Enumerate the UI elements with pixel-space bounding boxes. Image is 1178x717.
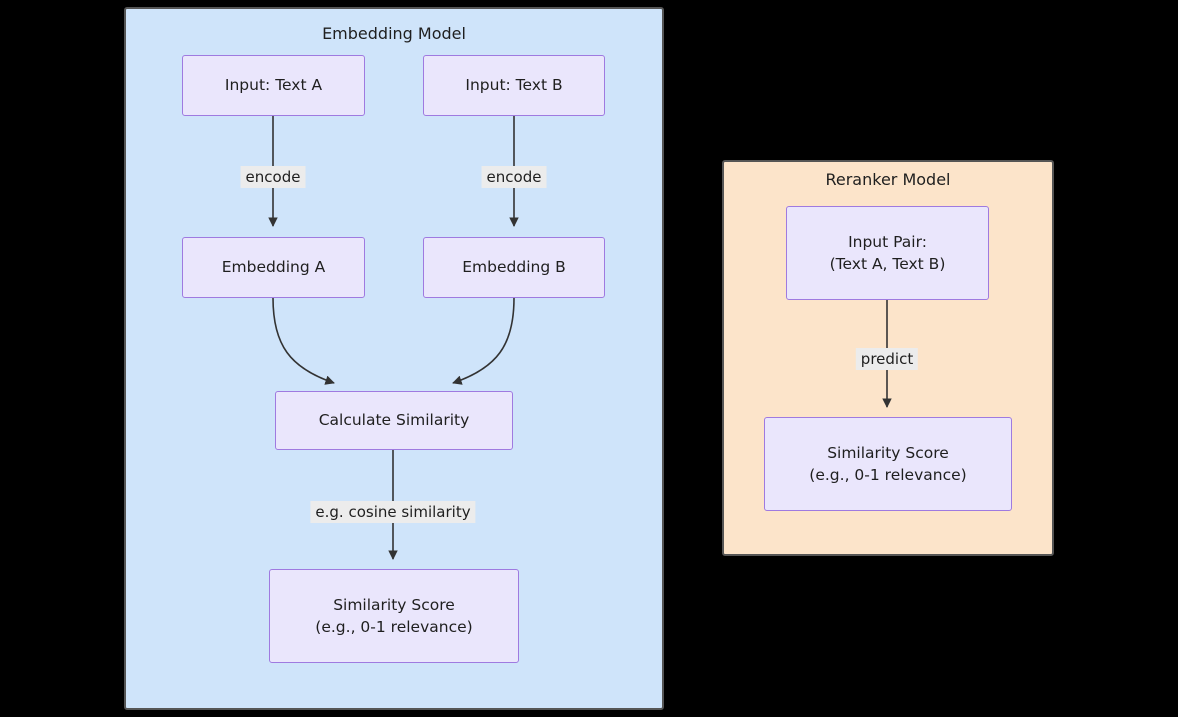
- node-similarity-score-reranker[interactable]: Similarity Score (e.g., 0-1 relevance): [764, 417, 1012, 511]
- node-similarity-score-reranker-line2: (e.g., 0-1 relevance): [809, 466, 967, 484]
- edge-label-cosine-similarity: e.g. cosine similarity: [310, 501, 476, 523]
- node-embedding-a-label: Embedding A: [221, 258, 326, 277]
- node-input-pair[interactable]: Input Pair: (Text A, Text B): [786, 206, 989, 300]
- node-calculate-similarity-label: Calculate Similarity: [318, 411, 470, 430]
- node-calculate-similarity[interactable]: Calculate Similarity: [275, 391, 513, 450]
- edge-label-encode-b: encode: [481, 166, 547, 188]
- node-embedding-b[interactable]: Embedding B: [423, 237, 605, 298]
- edge-label-predict: predict: [855, 348, 919, 370]
- node-embedding-a[interactable]: Embedding A: [182, 237, 365, 298]
- edge-label-encode-a: encode: [240, 166, 306, 188]
- node-similarity-score-embedding-line1: Similarity Score: [333, 595, 455, 614]
- subgraph-title-reranker-model: Reranker Model: [825, 170, 951, 189]
- node-input-text-b[interactable]: Input: Text B: [423, 55, 605, 116]
- subgraph-title-embedding-model: Embedding Model: [322, 24, 466, 43]
- node-input-text-b-label: Input: Text B: [465, 76, 563, 95]
- node-input-text-a[interactable]: Input: Text A: [182, 55, 365, 116]
- node-input-pair-line1: Input Pair:: [848, 232, 927, 251]
- node-similarity-score-reranker-line1: Similarity Score: [827, 443, 949, 462]
- node-similarity-score-embedding[interactable]: Similarity Score (e.g., 0-1 relevance): [269, 569, 519, 663]
- node-similarity-score-embedding-line2: (e.g., 0-1 relevance): [315, 618, 473, 636]
- node-embedding-b-label: Embedding B: [462, 258, 566, 277]
- node-input-pair-line2: (Text A, Text B): [829, 255, 946, 273]
- node-input-text-a-label: Input: Text A: [224, 76, 323, 95]
